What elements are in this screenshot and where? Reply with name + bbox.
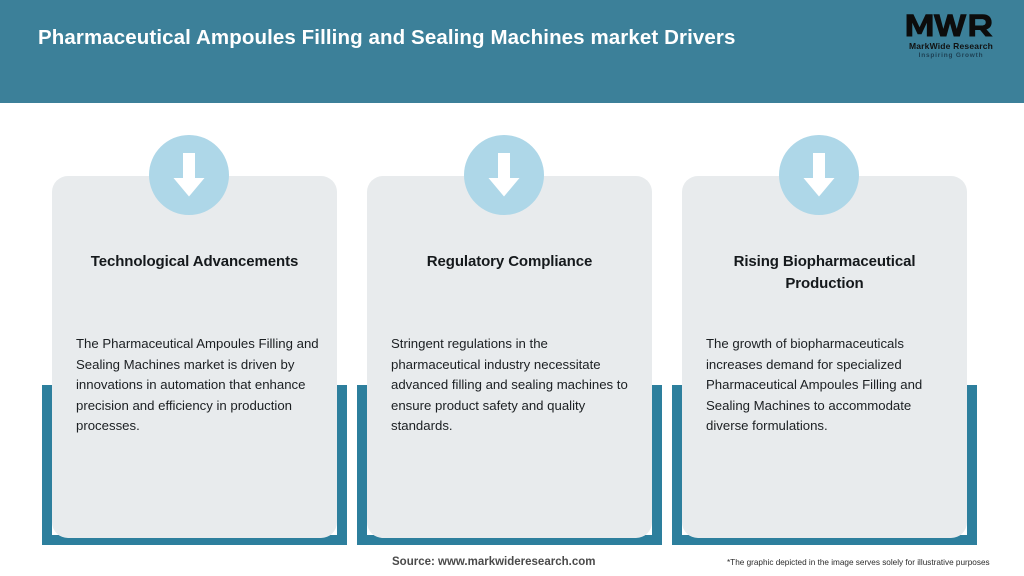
down-arrow-icon: [173, 153, 205, 197]
card-frame-accent: [357, 385, 662, 545]
markwide-research-logo: MarkWide Research Inspiring Growth: [896, 10, 1006, 60]
card-body-text: The Pharmaceutical Ampoules Filling and …: [76, 336, 319, 433]
logo-company-name: MarkWide Research: [908, 41, 994, 51]
card-body-text: Stringent regulations in the pharmaceuti…: [391, 336, 628, 433]
card-surface: Technological Advancements The Pharmaceu…: [52, 176, 337, 538]
down-arrow-badge: [464, 135, 544, 215]
down-arrow-badge: [779, 135, 859, 215]
logo-tagline: Inspiring Growth: [918, 52, 984, 59]
source-label: Source: www.markwideresearch.com: [392, 556, 596, 568]
down-arrow-badge: [149, 135, 229, 215]
down-arrow-icon: [488, 153, 520, 197]
card-title: Regulatory Compliance: [426, 253, 593, 270]
card-surface: Rising Biopharmaceutical Production The …: [682, 176, 967, 538]
disclaimer-note: *The graphic depicted in the image serve…: [727, 558, 990, 567]
card-surface: Regulatory Compliance Stringent regulati…: [367, 176, 652, 538]
card-frame-accent: [42, 385, 347, 545]
card-title: Technological Advancements: [90, 253, 299, 270]
driver-card-2[interactable]: Regulatory Compliance Stringent regulati…: [345, 103, 663, 553]
driver-card-3[interactable]: Rising Biopharmaceutical Production The …: [660, 103, 978, 553]
driver-card-1[interactable]: Technological Advancements The Pharmaceu…: [30, 103, 348, 553]
page-header: Pharmaceutical Ampoules Filling and Seal…: [0, 0, 1024, 103]
drivers-card-group: Technological Advancements The Pharmaceu…: [0, 103, 1024, 553]
card-body-text: The growth of biopharmaceuticals increas…: [706, 336, 923, 433]
card-title: Rising Biopharmaceutical Production: [733, 253, 916, 292]
card-frame-accent: [672, 385, 977, 545]
page-title: Pharmaceutical Ampoules Filling and Seal…: [38, 26, 736, 49]
down-arrow-icon: [803, 153, 835, 197]
mwr-monogram-icon: [906, 14, 993, 37]
